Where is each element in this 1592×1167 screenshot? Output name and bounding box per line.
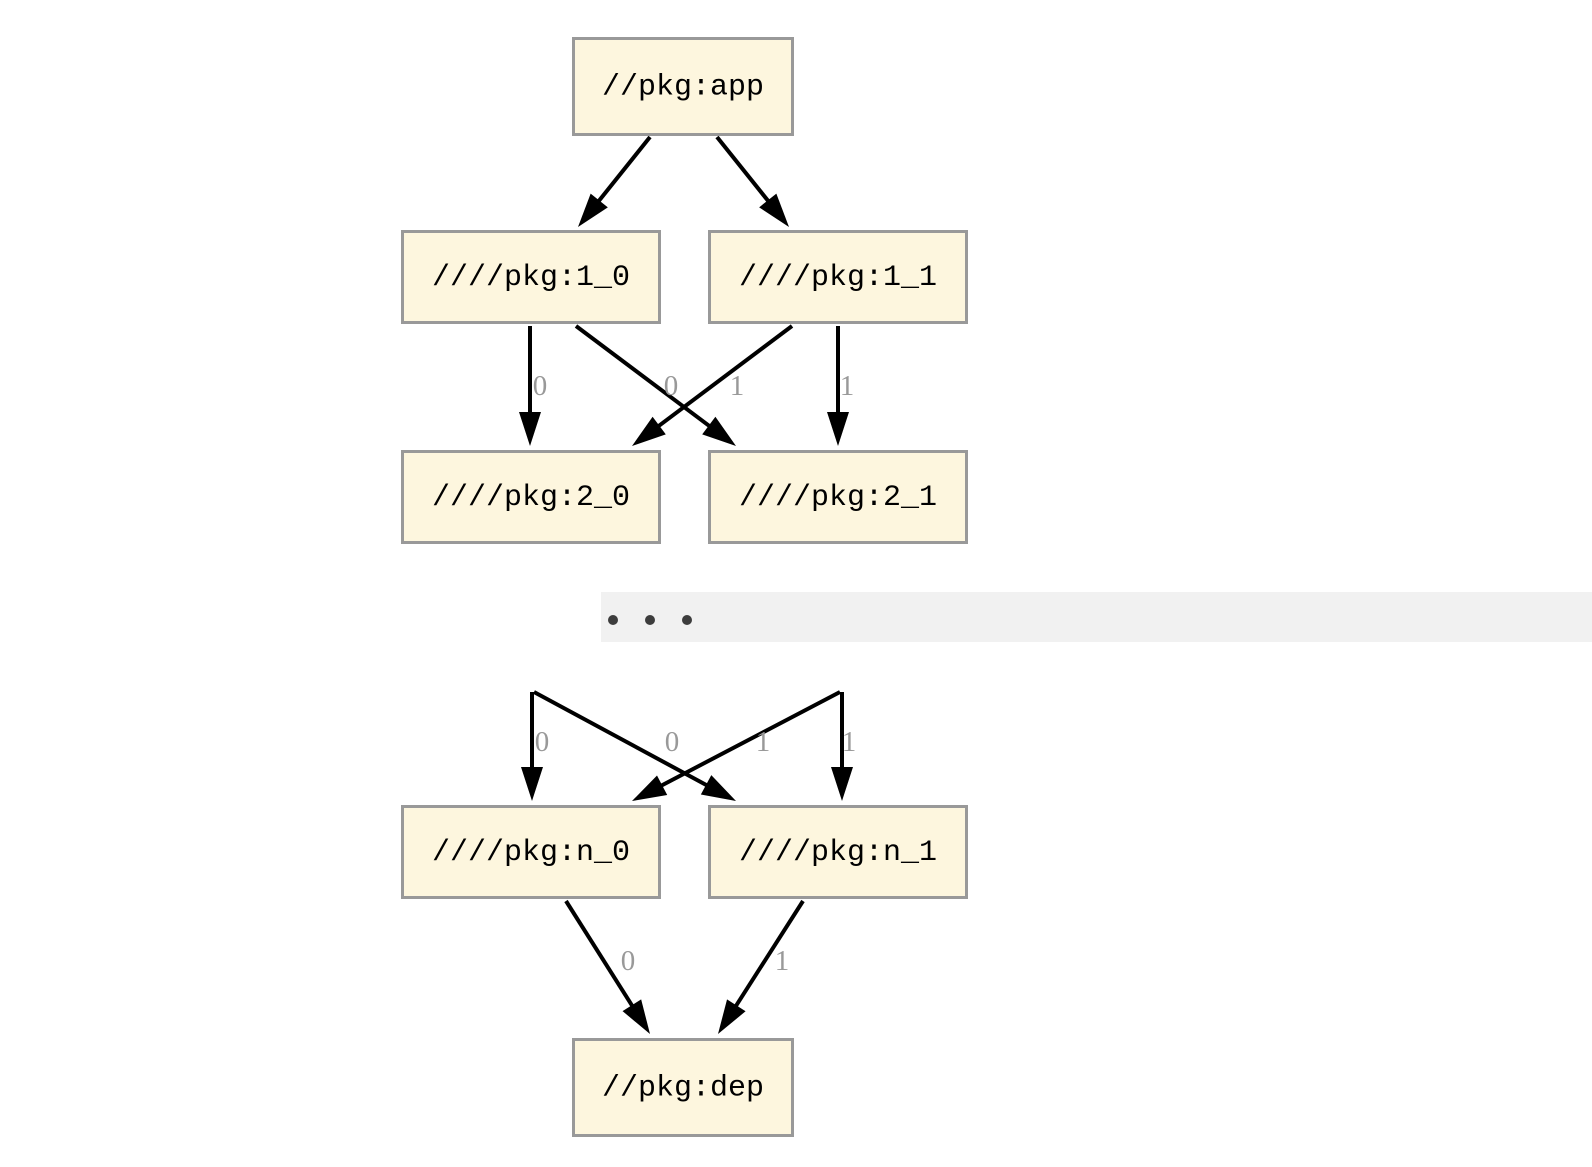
- graph-node-dep[interactable]: //pkg:dep: [572, 1038, 794, 1137]
- node-label: ////pkg:2_0: [432, 481, 630, 515]
- graph-node-n2_1[interactable]: ////pkg:2_1: [708, 450, 968, 544]
- node-label: ////pkg:n_0: [432, 836, 630, 870]
- edge-labels-layer: 0 0 1 1 0 0 1 1 0 1: [533, 370, 857, 977]
- arrowhead-icon: [519, 412, 541, 446]
- node-label: ////pkg:1_1: [739, 261, 937, 295]
- node-box: [401, 450, 661, 544]
- arrowhead-icon: [700, 775, 736, 801]
- graph-edge[interactable]: [533, 690, 736, 801]
- arrowhead-icon: [632, 775, 668, 801]
- edge-line: [655, 690, 841, 790]
- graph-edge[interactable]: [521, 692, 543, 801]
- ellipsis-dot-icon: [682, 615, 692, 625]
- edge-line: [533, 690, 713, 790]
- arrowhead-icon: [521, 767, 543, 801]
- node-box: [572, 37, 794, 136]
- arrowhead-icon: [827, 412, 849, 446]
- ellipsis-dot-icon: [608, 615, 618, 625]
- graph-edge[interactable]: [578, 135, 652, 227]
- node-label: ////pkg:1_0: [432, 261, 630, 295]
- graph-edge[interactable]: [715, 135, 789, 227]
- graph-edge[interactable]: [574, 324, 736, 446]
- graph-edge[interactable]: [519, 326, 541, 446]
- arrowhead-icon: [702, 416, 736, 446]
- edge-label: 0: [664, 370, 679, 402]
- arrowhead-icon: [622, 999, 650, 1034]
- edge-label: 1: [756, 726, 771, 758]
- graph-node-n1_0[interactable]: ////pkg:1_0: [401, 230, 661, 324]
- edge-label: 1: [840, 370, 855, 402]
- arrowhead-icon: [831, 767, 853, 801]
- edge-label: 0: [665, 726, 680, 758]
- graph-node-app[interactable]: //pkg:app: [572, 37, 794, 136]
- node-box: [708, 230, 968, 324]
- graph-edge[interactable]: [718, 899, 805, 1034]
- arrowhead-icon: [578, 193, 608, 227]
- graph-edge[interactable]: [632, 690, 841, 801]
- graph-node-n1_1[interactable]: ////pkg:1_1: [708, 230, 968, 324]
- arrowhead-icon: [632, 416, 666, 446]
- node-label: //pkg:dep: [602, 1072, 764, 1106]
- edge-label: 0: [621, 945, 636, 977]
- graph-edge[interactable]: [564, 899, 650, 1034]
- node-label: ////pkg:2_1: [739, 481, 937, 515]
- node-box: [708, 450, 968, 544]
- edge-label: 1: [730, 370, 745, 402]
- ellipsis-band: [601, 592, 1592, 642]
- node-box: [572, 1038, 794, 1137]
- node-label: ////pkg:n_1: [739, 836, 937, 870]
- ellipsis-dot-icon: [645, 615, 655, 625]
- node-box: [401, 230, 661, 324]
- nodes-layer: //pkg:app ////pkg:1_0 ////pkg:1_1 ////pkg:2…: [401, 37, 968, 1137]
- graph-node-nn_1[interactable]: ////pkg:n_1: [708, 805, 968, 899]
- edge-line: [564, 899, 637, 1012]
- graph-edge[interactable]: [827, 326, 849, 446]
- edge-label: 0: [535, 726, 550, 758]
- edge-label: 1: [775, 945, 790, 977]
- arrowhead-icon: [718, 999, 746, 1034]
- node-box: [708, 805, 968, 899]
- node-box: [401, 805, 661, 899]
- graph-edge[interactable]: [831, 692, 853, 801]
- edge-line: [653, 324, 794, 431]
- node-label: //pkg:app: [602, 71, 764, 105]
- graph-node-n2_0[interactable]: ////pkg:2_0: [401, 450, 661, 544]
- arrowhead-icon: [759, 193, 789, 227]
- graph-edge[interactable]: [632, 324, 794, 446]
- edge-line: [593, 135, 652, 207]
- ellipsis-band-rect: [601, 592, 1592, 642]
- edge-line: [731, 899, 805, 1012]
- edge-label: 1: [842, 726, 857, 758]
- edge-line: [715, 135, 774, 207]
- ellipsis-band-layer: [601, 592, 1592, 642]
- graph-node-nn_0[interactable]: ////pkg:n_0: [401, 805, 661, 899]
- edge-label: 0: [533, 370, 548, 402]
- edge-line: [574, 324, 715, 431]
- edges-layer: [519, 135, 853, 1034]
